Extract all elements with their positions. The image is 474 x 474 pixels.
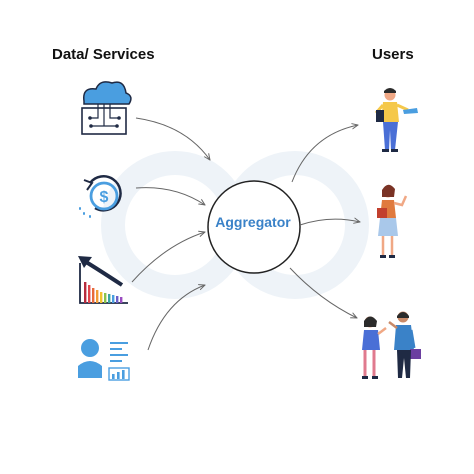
- arrow-aggregator-to-user-3: [289, 267, 357, 318]
- data-services-heading: Data/ Services: [52, 46, 155, 63]
- growth-chart-icon: [78, 256, 128, 304]
- aggregator-label: Aggregator: [215, 214, 291, 230]
- man-with-laptop-icon: [374, 88, 418, 152]
- svg-text:$: $: [100, 189, 109, 206]
- arrow-chart-to-aggregator: [131, 232, 205, 283]
- aggregator-circle: [207, 180, 301, 274]
- user-profile-card-icon: [78, 339, 130, 381]
- arrow-aggregator-to-user-2: [299, 219, 360, 226]
- woman-pointing-icon: [377, 184, 408, 258]
- arrow-cloud-to-aggregator: [135, 117, 210, 160]
- users-heading: Users: [372, 46, 414, 63]
- cloud-circuit-icon: [81, 81, 132, 135]
- arrow-aggregator-to-user-1: [291, 125, 358, 183]
- couple-talking-icon: [362, 311, 421, 379]
- dollar-cycle-icon: $: [79, 175, 122, 218]
- arrow-dollar-to-aggregator: [135, 187, 205, 205]
- arrow-profile-to-aggregator: [147, 285, 205, 351]
